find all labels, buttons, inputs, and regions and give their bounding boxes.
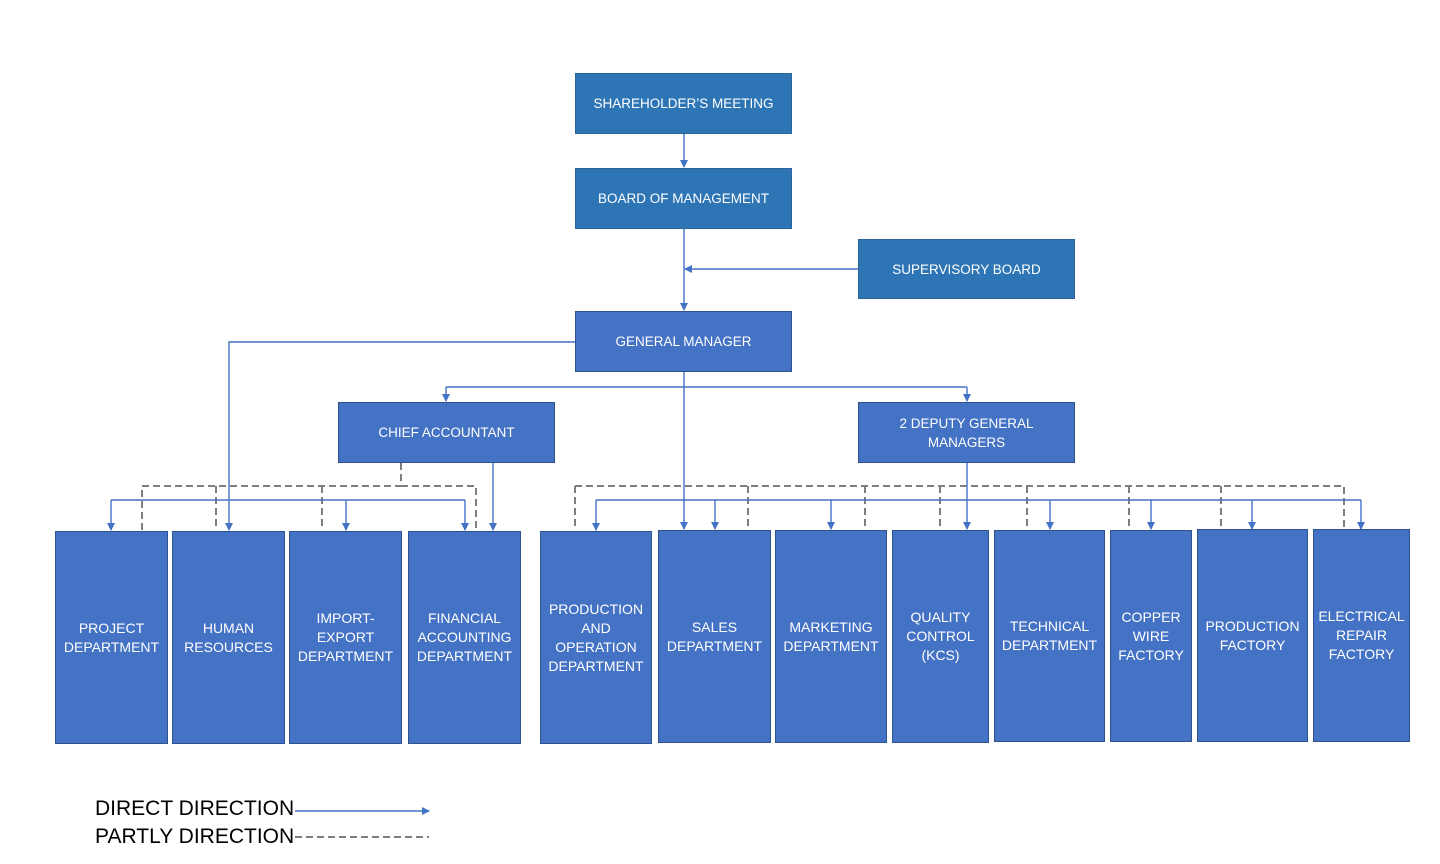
dept-label: MARKETING DEPARTMENT (783, 618, 879, 654)
chief-accountant-label: CHIEF ACCOUNTANT (378, 425, 515, 440)
dept-project: PROJECT DEPARTMENT (55, 531, 168, 744)
dept-electrical-repair-factory: ELECTRICAL REPAIR FACTORY (1313, 529, 1410, 742)
dept-production-factory: PRODUCTION FACTORY (1197, 529, 1308, 742)
dept-financial-accounting: FINANCIAL ACCOUNTING DEPARTMENT (408, 531, 521, 744)
dept-copper-wire-factory: COPPER WIRE FACTORY (1110, 530, 1192, 742)
dept-label: SALES DEPARTMENT (666, 618, 763, 654)
dept-quality-control: QUALITY CONTROL (KCS) (892, 530, 989, 743)
dept-label: FINANCIAL ACCOUNTING DEPARTMENT (416, 610, 513, 664)
dept-label: TECHNICAL DEPARTMENT (1001, 618, 1098, 653)
dept-label: QUALITY CONTROL (KCS) (906, 609, 975, 663)
dept-label: ELECTRICAL REPAIR FACTORY (1318, 608, 1405, 662)
dept-label: COPPER WIRE FACTORY (1118, 608, 1184, 663)
partly-direction-lines (141, 463, 1345, 530)
dept-import-export: IMPORT-EXPORT DEPARTMENT (289, 531, 402, 744)
deputy-general-managers-label: 2 DEPUTY GENERAL MANAGERS (899, 415, 1034, 450)
legend-direct-label: DIRECT DIRECTION (95, 797, 295, 820)
general-manager-label: GENERAL MANAGER (615, 334, 752, 349)
dept-label: PRODUCTION AND OPERATION DEPARTMENT (548, 600, 644, 674)
dept-label: PROJECT DEPARTMENT (63, 619, 160, 655)
dept-label: PRODUCTION FACTORY (1205, 617, 1300, 653)
dept-technical: TECHNICAL DEPARTMENT (994, 530, 1105, 742)
supervisory-board-box: SUPERVISORY BOARD (858, 239, 1075, 299)
direct-direction-lines (107, 134, 1365, 531)
supervisory-board-label: SUPERVISORY BOARD (892, 261, 1041, 277)
deputy-general-managers-box: 2 DEPUTY GENERAL MANAGERS (858, 402, 1075, 463)
general-manager-box: GENERAL MANAGER (575, 311, 792, 372)
board-of-management-label: BOARD OF MANAGEMENT (597, 191, 769, 206)
chief-accountant-box: CHIEF ACCOUNTANT (338, 402, 555, 463)
dept-human-resources: HUMAN RESOURCES (172, 531, 285, 744)
dept-label: IMPORT-EXPORT DEPARTMENT (297, 610, 394, 664)
dept-label: HUMAN RESOURCES (184, 619, 273, 655)
dept-production-operation: PRODUCTION AND OPERATION DEPARTMENT (540, 531, 652, 744)
board-of-management-box: BOARD OF MANAGEMENT (575, 168, 792, 229)
dept-marketing: MARKETING DEPARTMENT (775, 530, 887, 743)
shareholders-meeting-box: SHAREHOLDER’S MEETING (575, 73, 792, 134)
dept-sales: SALES DEPARTMENT (658, 530, 771, 743)
legend-partly-label: PARTLY DIRECTION (95, 825, 295, 848)
shareholders-meeting-label: SHAREHOLDER’S MEETING (593, 96, 774, 111)
